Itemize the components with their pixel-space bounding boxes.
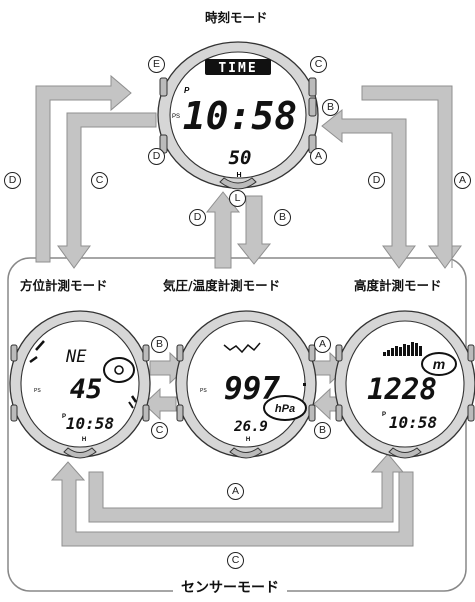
compass-watch xyxy=(9,310,151,459)
time-watch xyxy=(157,41,319,190)
time-h-mark: H xyxy=(236,172,241,179)
button-e-top: E xyxy=(148,56,165,73)
time-ps-mark: PS xyxy=(172,114,180,120)
arrow-c-left-down xyxy=(57,112,157,269)
label-d-left: D xyxy=(4,172,21,189)
seconds-display: 50 xyxy=(229,147,252,169)
altimeter-time: 10:58 xyxy=(389,413,437,432)
compass-ps-mark: PS xyxy=(34,388,41,394)
label-c-left: C xyxy=(91,172,108,189)
barometer-temperature: 26.9 xyxy=(233,419,268,435)
time-mode-title: 時刻モード xyxy=(205,10,268,25)
altimeter-value: 1228 xyxy=(367,372,437,406)
button-b-top: B xyxy=(322,99,339,116)
time-banner: TIME xyxy=(218,61,257,76)
label-b-altimeter-barometer: B xyxy=(314,422,331,439)
label-d-right: D xyxy=(368,172,385,189)
compass-time: 10:58 xyxy=(66,414,114,433)
label-a-right: A xyxy=(454,172,471,189)
barometer-ps-mark: PS xyxy=(200,388,207,394)
button-a-top: A xyxy=(310,148,327,165)
label-b-compass-barometer: B xyxy=(151,336,168,353)
barometer-h-mark: H xyxy=(246,437,250,443)
compass-mode-label: 方位計測モード xyxy=(20,278,108,293)
barometer-mode-label: 気圧/温度計測モード xyxy=(163,278,281,293)
altimeter-mode-label: 高度計測モード xyxy=(354,278,442,293)
altimeter-p-mark: P xyxy=(382,412,386,418)
label-b-center: B xyxy=(274,209,291,226)
label-d-center: D xyxy=(189,209,206,226)
altimeter-unit: m xyxy=(433,356,445,372)
label-c-bottom: C xyxy=(227,552,244,569)
barometer-watch xyxy=(175,310,317,459)
arrow-b-center-down xyxy=(236,195,272,265)
arrow-d-left-up xyxy=(35,74,132,263)
compass-direction: NE xyxy=(65,347,87,367)
button-l-top: L xyxy=(229,190,246,207)
arrow-c-barometer-to-compass xyxy=(143,387,177,421)
button-d-top: D xyxy=(148,148,165,165)
compass-bearing: 45 xyxy=(70,374,103,405)
arrow-a-bottom-loop xyxy=(88,453,405,523)
arrow-c-bottom-loop xyxy=(50,461,414,547)
label-a-bottom: A xyxy=(227,483,244,500)
time-display: 10:58 xyxy=(183,94,297,138)
compass-h-mark: H xyxy=(82,437,86,443)
altimeter-watch xyxy=(334,310,475,459)
label-a-barometer-altimeter: A xyxy=(314,336,331,353)
button-c-top: C xyxy=(310,56,327,73)
compass-p-mark: P xyxy=(62,414,66,420)
time-p-mark: P xyxy=(184,86,190,95)
label-c-barometer-compass: C xyxy=(151,422,168,439)
barometer-unit: hPa xyxy=(275,403,295,415)
arrow-a-right-loop xyxy=(361,85,462,269)
barometer-pressure: 997 xyxy=(224,371,280,407)
sensor-modes-label: センサーモード xyxy=(173,577,287,597)
arrow-d-right-down xyxy=(321,108,416,269)
